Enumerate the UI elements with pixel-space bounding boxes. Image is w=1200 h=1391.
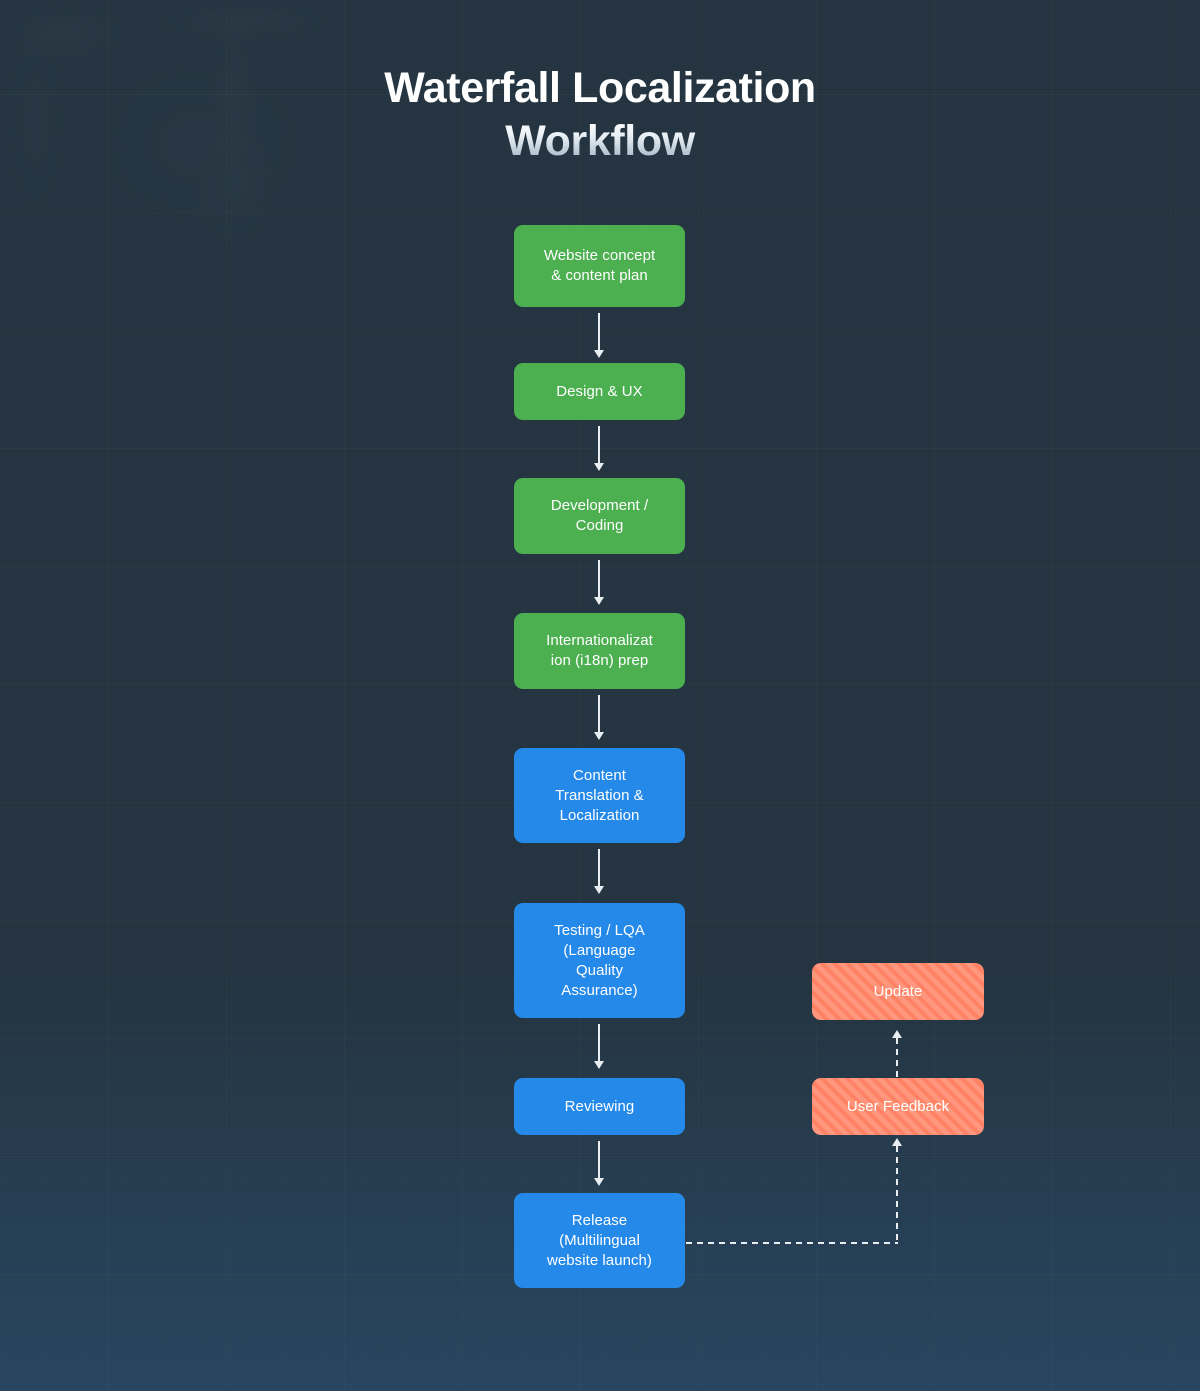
- node-label: Internationalizat ion (i18n) prep: [546, 632, 653, 669]
- page-title: Waterfall Localization Workflow: [0, 62, 1200, 168]
- arrowhead-lqa-to-reviewing: [594, 1061, 604, 1069]
- node-release[interactable]: Release (Multilingual website launch): [514, 1193, 685, 1288]
- arrowhead-development-to-i18n: [594, 597, 604, 605]
- node-user-feedback[interactable]: User Feedback: [812, 1078, 984, 1135]
- connector-release-to-feedback-horizontal: [686, 1242, 898, 1244]
- node-update[interactable]: Update: [812, 963, 984, 1020]
- node-label: Website concept & content plan: [543, 247, 656, 284]
- node-label: Content Translation & Localization: [555, 766, 644, 824]
- page-title-line-2: Workflow: [0, 115, 1200, 168]
- connector-translation-to-lqa: [598, 849, 600, 887]
- node-label: Reviewing: [564, 1097, 635, 1115]
- node-label: Release (Multilingual website launch): [547, 1211, 652, 1269]
- node-website-concept[interactable]: Website concept & content plan: [514, 225, 685, 307]
- arrowhead-release-to-feedback: [892, 1138, 902, 1146]
- connector-i18n-to-translation: [598, 695, 600, 734]
- connector-reviewing-to-release: [598, 1141, 600, 1179]
- connector-development-to-i18n: [598, 560, 600, 599]
- node-design-ux[interactable]: Design & UX: [514, 363, 685, 420]
- arrowhead-design-to-development: [594, 463, 604, 471]
- node-testing-lqa[interactable]: Testing / LQA (Language Quality Assuranc…: [514, 903, 685, 1018]
- node-development-coding[interactable]: Development / Coding: [514, 478, 685, 554]
- node-content-translation-localization[interactable]: Content Translation & Localization: [514, 748, 685, 843]
- node-internationalization-prep[interactable]: Internationalizat ion (i18n) prep: [514, 613, 685, 689]
- connector-feedback-to-update-vertical: [896, 1038, 898, 1078]
- arrowhead-i18n-to-translation: [594, 732, 604, 740]
- arrowhead-concept-to-design: [594, 350, 604, 358]
- page-title-line-1: Waterfall Localization: [384, 64, 816, 112]
- arrowhead-reviewing-to-release: [594, 1178, 604, 1186]
- node-label: Update: [873, 982, 923, 1000]
- connector-lqa-to-reviewing: [598, 1024, 600, 1062]
- connector-design-to-development: [598, 426, 600, 465]
- connector-release-to-feedback-vertical: [896, 1146, 898, 1244]
- node-label: User Feedback: [846, 1097, 950, 1115]
- node-label: Development / Coding: [550, 497, 649, 534]
- connector-concept-to-design: [598, 313, 600, 352]
- node-label: Design & UX: [556, 382, 643, 400]
- node-label: Testing / LQA (Language Quality Assuranc…: [554, 921, 645, 999]
- node-reviewing[interactable]: Reviewing: [514, 1078, 685, 1135]
- arrowhead-feedback-to-update: [892, 1030, 902, 1038]
- arrowhead-translation-to-lqa: [594, 886, 604, 894]
